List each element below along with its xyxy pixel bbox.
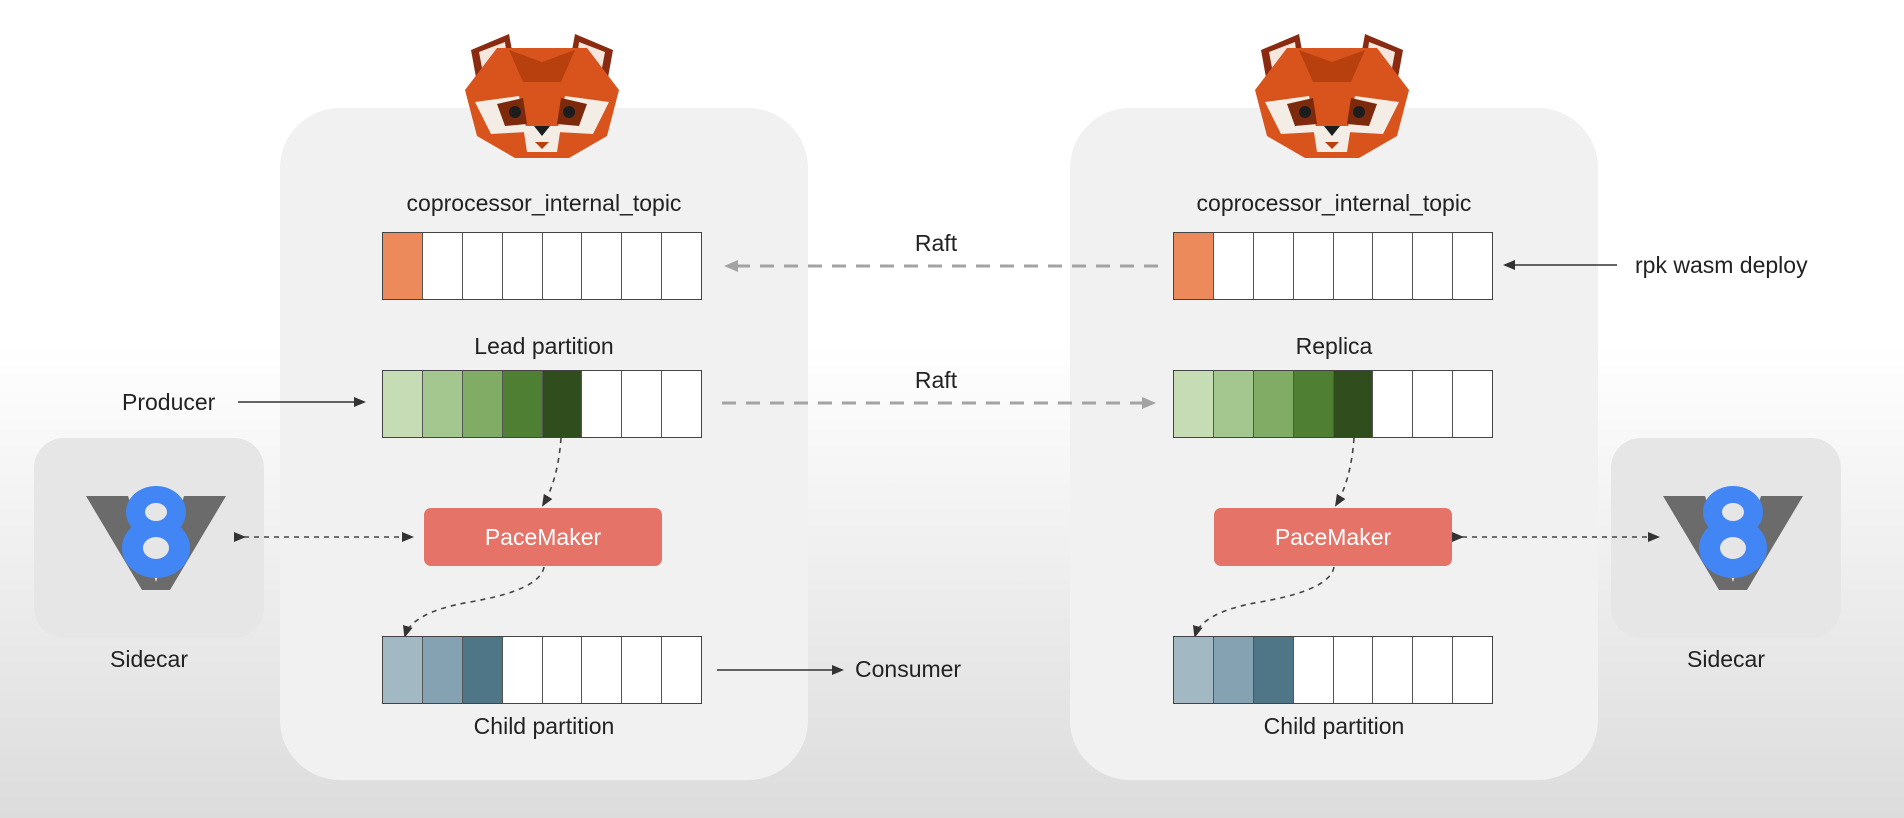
right-sidecar-label: Sidecar [1687, 646, 1765, 672]
leader-child-partition-log [382, 636, 702, 704]
leader-child-partition-label: Child partition [473, 713, 615, 739]
partition-cell [422, 371, 463, 437]
child-cell [662, 637, 701, 703]
topic-cell [582, 233, 623, 299]
topic-cell [1413, 233, 1454, 299]
partition-cell [1373, 371, 1414, 437]
child-cell [542, 637, 583, 703]
child-cell [582, 637, 623, 703]
child-cell [1213, 637, 1254, 703]
topic-cell [1333, 233, 1374, 299]
v8-engine-logo-icon [86, 486, 226, 590]
topic-cell [1373, 233, 1414, 299]
child-cell [1174, 637, 1214, 703]
replica-topic-log [1173, 232, 1493, 300]
producer-label: Producer [122, 389, 216, 415]
replica-topic-label: coprocessor_internal_topic [1196, 190, 1472, 216]
topic-cell [1213, 233, 1254, 299]
child-cell [1333, 637, 1374, 703]
topic-cell [502, 233, 543, 299]
partition-cell [502, 371, 543, 437]
topic-cell [1453, 233, 1492, 299]
child-cell [1293, 637, 1334, 703]
leader-topic-label: coprocessor_internal_topic [406, 190, 682, 216]
child-cell [1413, 637, 1454, 703]
child-cell [422, 637, 463, 703]
child-cell [383, 637, 423, 703]
child-cell [462, 637, 503, 703]
topic-cell [542, 233, 583, 299]
replica-partition-label: Replica [1295, 333, 1373, 359]
partition-cell [542, 371, 583, 437]
redpanda-logo-icon [465, 34, 619, 158]
partition-cell [622, 371, 663, 437]
left-sidecar-label: Sidecar [110, 646, 188, 672]
topic-cell [462, 233, 503, 299]
replica-child-partition-log [1173, 636, 1493, 704]
partition-cell [1213, 371, 1254, 437]
partition-cell [1333, 371, 1374, 437]
leader-pacemaker: PaceMaker [424, 508, 662, 566]
child-cell [1373, 637, 1414, 703]
partition-cell [582, 371, 623, 437]
topic-cell [662, 233, 701, 299]
replica-child-partition-label: Child partition [1263, 713, 1405, 739]
lead-partition-label: Lead partition [474, 333, 614, 359]
partition-cell [1174, 371, 1214, 437]
replica-partition-log [1173, 370, 1493, 438]
lead-partition-log [382, 370, 702, 438]
raft-label-partition: Raft [914, 367, 958, 393]
partition-cell [383, 371, 423, 437]
topic-cell [1293, 233, 1334, 299]
partition-cell [1413, 371, 1454, 437]
partition-cell [1253, 371, 1294, 437]
child-cell [1253, 637, 1294, 703]
partition-cell [1293, 371, 1334, 437]
raft-label-topic: Raft [914, 230, 958, 256]
partition-cell [662, 371, 701, 437]
topic-cell [1174, 233, 1214, 299]
partition-cell [1453, 371, 1492, 437]
child-cell [622, 637, 663, 703]
v8-engine-logo-icon [1663, 486, 1803, 590]
leader-topic-log [382, 232, 702, 300]
redpanda-logo-icon [1255, 34, 1409, 158]
topic-cell [1253, 233, 1294, 299]
deploy-command-label: rpk wasm deploy [1635, 252, 1808, 278]
topic-cell [383, 233, 423, 299]
topic-cell [422, 233, 463, 299]
topic-cell [622, 233, 663, 299]
consumer-label: Consumer [855, 656, 962, 682]
partition-cell [462, 371, 503, 437]
child-cell [1453, 637, 1492, 703]
child-cell [502, 637, 543, 703]
replica-pacemaker: PaceMaker [1214, 508, 1452, 566]
